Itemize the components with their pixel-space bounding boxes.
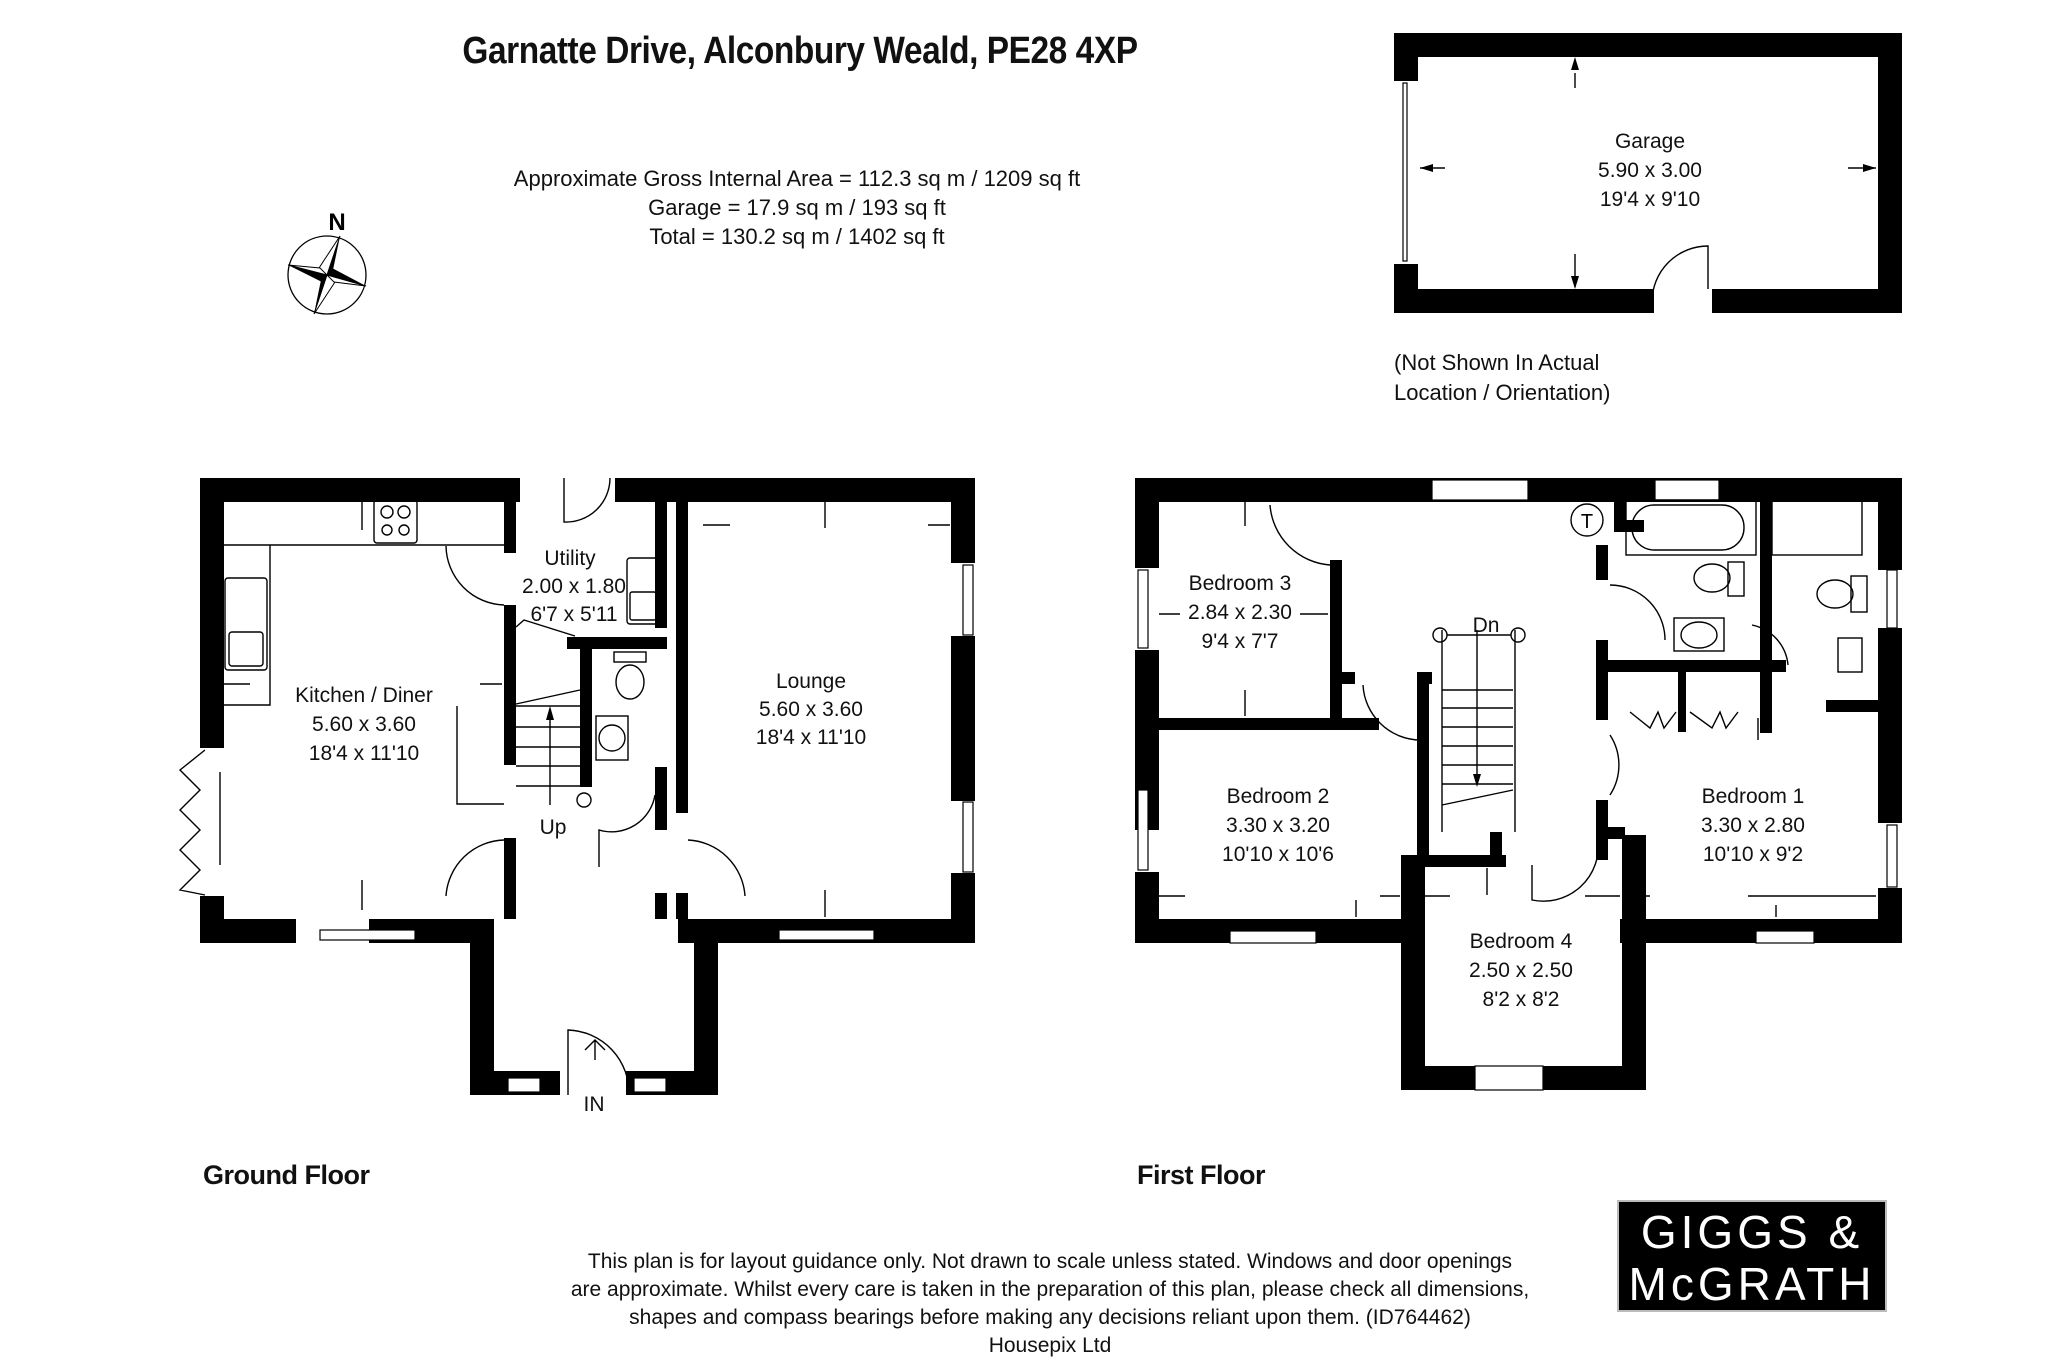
- garage-area: Garage = 17.9 sq m / 193 sq ft: [648, 195, 946, 220]
- entrance-label: IN: [584, 1093, 605, 1116]
- ground-floor-label: Ground Floor: [203, 1160, 370, 1190]
- total-area: Total = 130.2 sq m / 1402 sq ft: [649, 224, 945, 249]
- utility-metric: 2.00 x 1.80: [522, 575, 626, 598]
- lounge-metric: 5.60 x 3.60: [759, 698, 863, 721]
- compass-rose-icon: N: [287, 209, 367, 315]
- bedroom-4-metric: 2.50 x 2.50: [1469, 959, 1573, 982]
- agency-logo: GIGGS & McGRATH: [1617, 1200, 1887, 1312]
- bedroom-2-metric: 3.30 x 3.20: [1226, 814, 1330, 837]
- kitchen-diner-name: Kitchen / Diner: [295, 684, 433, 707]
- bedroom-1-name: Bedroom 1: [1702, 785, 1805, 808]
- utility-name: Utility: [544, 547, 596, 570]
- bedroom-3-name: Bedroom 3: [1189, 572, 1292, 595]
- bedroom-2-name: Bedroom 2: [1227, 785, 1330, 808]
- garage-note-line-1: (Not Shown In Actual: [1394, 350, 1600, 375]
- first-floor-plan: T Bedroom 3 2.84 x 2.30 9'4 x 7'7 Bedroo…: [1135, 478, 1902, 1091]
- bedroom-3-metric: 2.84 x 2.30: [1188, 601, 1292, 624]
- bedroom-1-imperial: 10'10 x 9'2: [1703, 843, 1803, 866]
- area-summary: Approximate Gross Internal Area = 112.3 …: [397, 164, 1197, 251]
- stairs-up-label: Up: [540, 816, 567, 839]
- garage-note-line-2: Location / Orientation): [1394, 380, 1611, 405]
- garage-room-name: Garage: [1615, 130, 1685, 153]
- lounge-name: Lounge: [776, 670, 846, 693]
- compass-north-label: N: [328, 209, 345, 236]
- property-address-title: Garnatte Drive, Alconbury Weald, PE28 4X…: [462, 30, 1138, 72]
- stairs-down-label: Dn: [1473, 614, 1500, 637]
- bedroom-1-metric: 3.30 x 2.80: [1701, 814, 1805, 837]
- first-floor-label: First Floor: [1137, 1160, 1266, 1190]
- bedroom-4-name: Bedroom 4: [1470, 930, 1573, 953]
- logo-line-1: GIGGS &: [1640, 1206, 1864, 1258]
- disclaimer-credit: Housepix Ltd: [988, 1334, 1112, 1357]
- garage-room-imperial: 19'4 x 9'10: [1600, 188, 1700, 211]
- lounge-imperial: 18'4 x 11'10: [756, 726, 866, 749]
- disclaimer-line-2: are approximate. Whilst every care is ta…: [570, 1278, 1530, 1301]
- disclaimer-line-3: shapes and compass bearings before makin…: [629, 1306, 1471, 1329]
- bedroom-2-imperial: 10'10 x 10'6: [1222, 843, 1334, 866]
- garage-room-metric: 5.90 x 3.00: [1598, 159, 1702, 182]
- garage-location-note: (Not Shown In Actual Location / Orientat…: [1394, 348, 1610, 408]
- bedroom-3-imperial: 9'4 x 7'7: [1202, 630, 1279, 653]
- gross-internal-area: Approximate Gross Internal Area = 112.3 …: [513, 166, 1081, 191]
- utility-imperial: 6'7 x 5'11: [530, 603, 617, 626]
- kitchen-diner-imperial: 18'4 x 11'10: [309, 742, 419, 765]
- ground-floor-plan: Kitchen / Diner 5.60 x 3.60 18'4 x 11'10…: [178, 477, 975, 1116]
- garage-plan: Garage 5.90 x 3.00 19'4 x 9'10: [1394, 33, 1902, 313]
- disclaimer-text: This plan is for layout guidance only. N…: [540, 1248, 1560, 1360]
- kitchen-diner-metric: 5.60 x 3.60: [312, 713, 416, 736]
- disclaimer-line-1: This plan is for layout guidance only. N…: [587, 1250, 1513, 1273]
- logo-line-2: McGRATH: [1628, 1258, 1876, 1310]
- tank-label: T: [1581, 511, 1593, 533]
- bedroom-4-imperial: 8'2 x 8'2: [1483, 988, 1560, 1011]
